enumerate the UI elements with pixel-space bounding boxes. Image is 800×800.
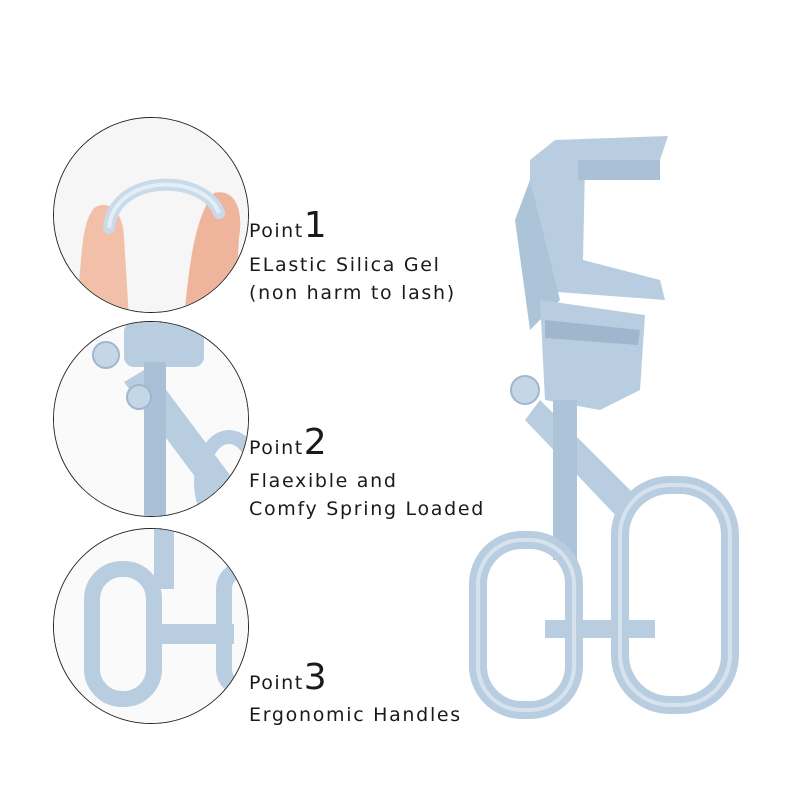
point-number: 1 [303,205,327,246]
point-2-description: Flaexible and Comfy Spring Loaded [249,467,485,523]
description-line: Ergonomic Handles [249,704,462,726]
point-2-heading: Point2 [249,425,327,461]
description-line: Flaexible and [249,470,398,492]
point-3-description: Ergonomic Handles [249,701,462,729]
point-3-heading: Point3 [249,660,327,696]
point-label: Point [249,437,304,459]
point-number: 2 [303,422,327,463]
point-number: 3 [303,657,327,698]
point-1-heading: Point1 [249,208,327,244]
description-line: (non harm to lash) [249,282,456,304]
description-line: ELastic Silica Gel [249,254,441,276]
handles-closeup-image [54,529,248,723]
point-1-description: ELastic Silica Gel (non harm to lash) [249,251,456,307]
detail-circle-handles [53,528,249,724]
description-line: Comfy Spring Loaded [249,498,486,520]
spring-closeup-image [54,322,248,516]
point-label: Point [249,220,304,242]
detail-circle-spring [53,321,249,517]
point-label: Point [249,672,304,694]
